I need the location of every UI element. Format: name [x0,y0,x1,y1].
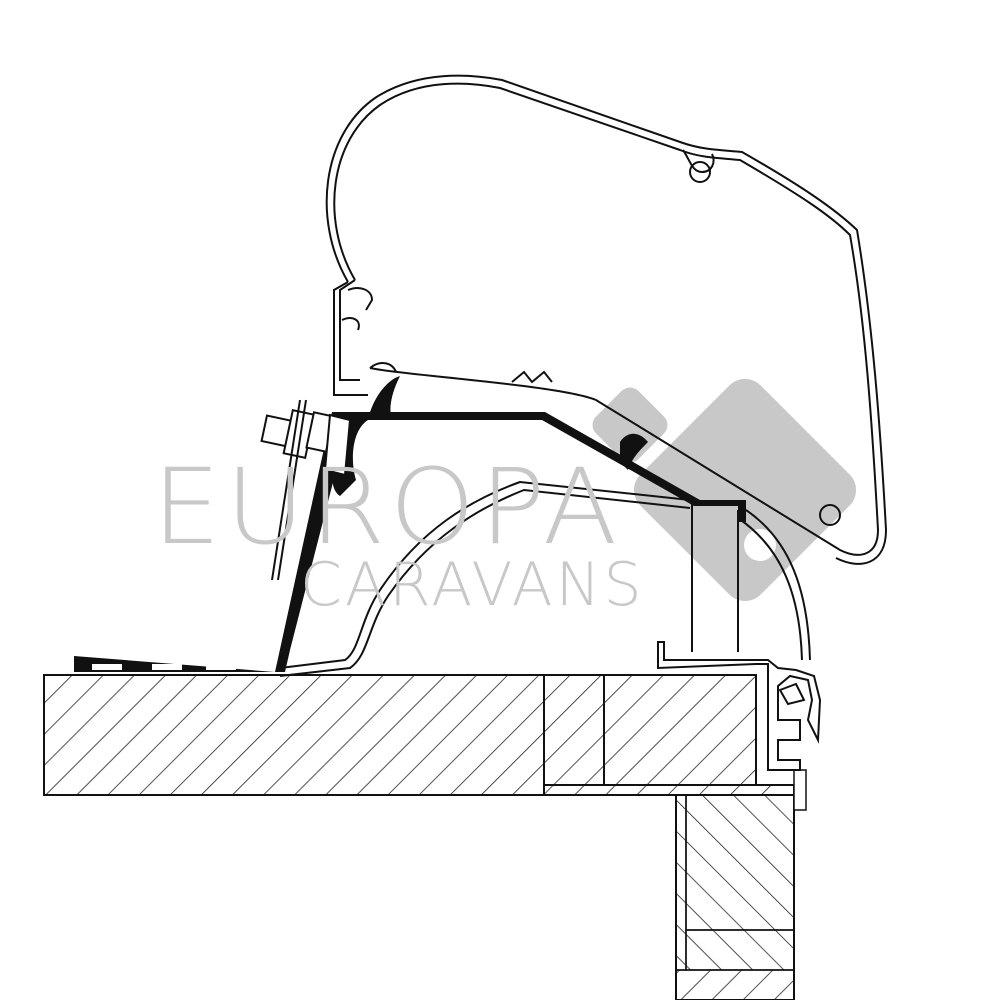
wall-panel [675,769,807,1001]
roof-panel [43,674,795,796]
roof-rail-profile [279,480,811,677]
keder-rail [657,641,822,771]
awning-cassette [325,74,888,565]
diamond-logo-icon [592,378,857,602]
adapter-bracket [74,376,746,672]
bolt-fixing [260,399,352,581]
